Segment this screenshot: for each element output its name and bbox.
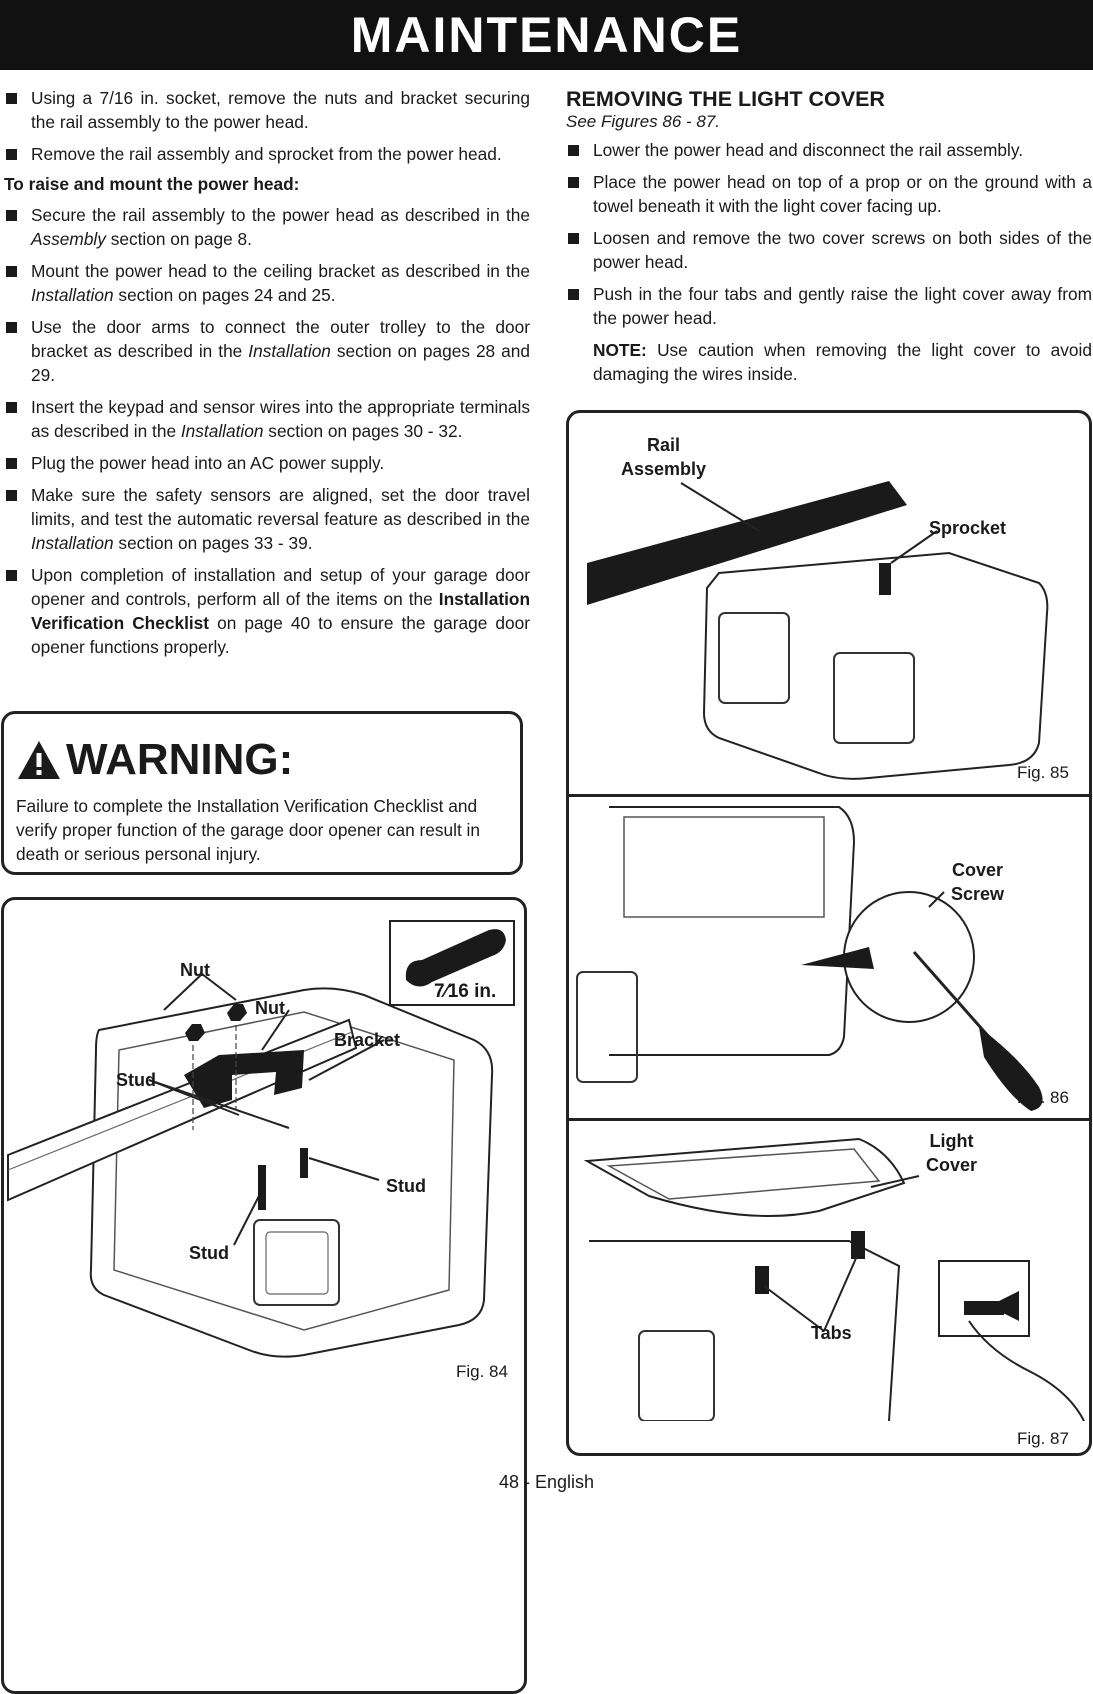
list-item: Make sure the safety sensors are aligned… [4, 483, 530, 555]
divider [569, 1118, 1089, 1121]
callout-stud-1: Stud [116, 1070, 156, 1090]
light-cover-steps: Lower the power head and disconnect the … [566, 138, 1092, 330]
page-header: MAINTENANCE [0, 0, 1093, 70]
callout-sprocket: Sprocket [929, 518, 1007, 538]
callout-nut-2: Nut [255, 998, 285, 1018]
fig84-label: Fig. 84 [456, 1362, 508, 1381]
list-item: Place the power head on top of a prop or… [566, 170, 1092, 218]
warning-text: Failure to complete the Installation Ver… [16, 796, 480, 864]
list-item: Loosen and remove the two cover screws o… [566, 226, 1092, 274]
fig84-panel: Nut Nut Bracket Stud Stud Stud 7⁄16 in. [1, 897, 527, 1694]
list-item: Lower the power head and disconnect the … [566, 138, 1092, 162]
right-column: REMOVING THE LIGHT COVER See Figures 86 … [566, 86, 1092, 386]
callout-tabs: Tabs [811, 1323, 852, 1343]
fig85-label: Fig. 85 [1017, 763, 1069, 782]
section-reference: See Figures 86 - 87. [566, 112, 721, 131]
subheading: To raise and mount the power head: [4, 174, 300, 194]
removal-steps: Using a 7/16 in. socket, remove the nuts… [4, 86, 530, 166]
section-title: REMOVING THE LIGHT COVER [566, 87, 885, 111]
fig86-label: Fig. 86 [1017, 1088, 1069, 1107]
warning-title: WARNING: [16, 736, 510, 784]
divider [569, 794, 1089, 797]
note: NOTE: Use caution when removing the ligh… [593, 340, 1092, 384]
callout-stud-2: Stud [386, 1176, 426, 1196]
list-item: Plug the power head into an AC power sup… [4, 451, 530, 475]
socket-size-label: 7⁄16 in. [434, 981, 497, 1002]
left-column: Using a 7/16 in. socket, remove the nuts… [4, 86, 530, 667]
power-head-rail-illustration [7, 920, 515, 1358]
callout-stud-3: Stud [189, 1243, 229, 1263]
list-item: Using a 7/16 in. socket, remove the nuts… [4, 86, 530, 134]
list-item: Upon completion of installation and setu… [4, 563, 530, 659]
light-cover-removal-illustration [583, 1137, 1085, 1421]
list-item: Mount the power head to the ceiling brac… [4, 259, 530, 307]
mount-steps: Secure the rail assembly to the power he… [4, 203, 530, 659]
warning-triangle-icon [18, 741, 60, 779]
fig87-label: Fig. 87 [1017, 1429, 1069, 1448]
warning-box: WARNING: Failure to complete the Install… [1, 711, 523, 875]
power-head-with-rail-illustration [587, 481, 1049, 780]
list-item: Insert the keypad and sensor wires into … [4, 395, 530, 443]
list-item: Use the door arms to connect the outer t… [4, 315, 530, 387]
page-footer: 48 - English [498, 1472, 595, 1492]
callout-nut-1: Nut [180, 960, 210, 980]
cover-screw-illustration [576, 806, 1043, 1111]
callout-bracket: Bracket [334, 1030, 401, 1050]
list-item: Push in the four tabs and gently raise t… [566, 282, 1092, 330]
list-item: Secure the rail assembly to the power he… [4, 203, 530, 251]
list-item: Remove the rail assembly and sprocket fr… [4, 142, 530, 166]
